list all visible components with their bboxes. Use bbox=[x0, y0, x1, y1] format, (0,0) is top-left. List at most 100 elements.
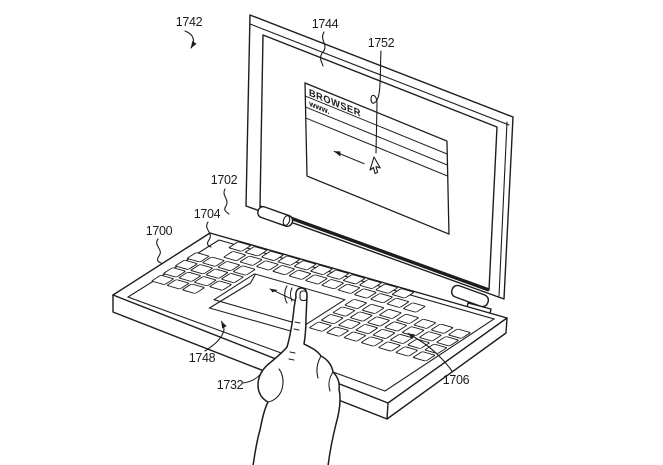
leader-cursor bbox=[370, 50, 382, 154]
keyboard-key bbox=[245, 246, 268, 257]
keyboard-key bbox=[261, 251, 284, 261]
ref-label-lid: 1702 bbox=[211, 173, 238, 187]
keyboard-key bbox=[407, 338, 430, 349]
ref-label-finger: 1732 bbox=[217, 378, 244, 392]
browser-toolbar-divider bbox=[305, 117, 449, 177]
leader-keys bbox=[407, 332, 453, 372]
keyboard-key bbox=[256, 260, 279, 271]
keyboard-key bbox=[221, 273, 244, 283]
keyboard-key bbox=[390, 334, 413, 344]
leader-lid bbox=[223, 188, 230, 215]
ref-label-cursor: 1752 bbox=[368, 36, 395, 50]
keyboard-key bbox=[361, 304, 385, 314]
keyboard-key bbox=[419, 331, 442, 342]
keyboard-key bbox=[293, 260, 317, 271]
touch-region-surface bbox=[213, 273, 346, 326]
keyboard-key bbox=[321, 279, 344, 290]
keyboard-key bbox=[305, 274, 328, 285]
left-hinge-cap bbox=[282, 215, 291, 226]
touch-contact-marks bbox=[284, 285, 293, 304]
keyboard-key bbox=[350, 311, 373, 322]
index-finger-hand-outline bbox=[252, 287, 341, 465]
thumb-crease bbox=[267, 368, 284, 403]
keyboard-key bbox=[359, 279, 382, 289]
back-arrow-icon bbox=[333, 150, 365, 165]
keyboard-key bbox=[166, 279, 190, 290]
ref-label-touch-region: 1748 bbox=[189, 351, 216, 365]
leader-device bbox=[156, 238, 162, 264]
lid-top-edge-line bbox=[249, 23, 510, 126]
keyboard-key bbox=[233, 265, 256, 276]
keyboard-keys bbox=[151, 241, 471, 362]
keyboard-key bbox=[223, 251, 246, 261]
keyboard-key bbox=[202, 256, 225, 267]
keyboard-key bbox=[378, 341, 401, 352]
keyboard-key bbox=[436, 336, 459, 347]
keyboard-key bbox=[367, 316, 390, 327]
ref-label-base: 1704 bbox=[194, 207, 221, 221]
keyboard-key bbox=[239, 255, 263, 266]
ref-label-keys: 1706 bbox=[443, 373, 470, 387]
left-hinge bbox=[257, 206, 294, 228]
screen-bottom-edge bbox=[259, 205, 490, 292]
keyboard-key bbox=[194, 276, 217, 287]
leader-base bbox=[206, 221, 212, 248]
touch-region bbox=[208, 273, 346, 335]
keyboard-key bbox=[386, 297, 410, 308]
leader-touch-region bbox=[204, 320, 227, 352]
keyboard-key bbox=[403, 302, 426, 313]
keyboard-key bbox=[431, 323, 454, 334]
browser-window: BROWSER www. bbox=[304, 82, 450, 235]
keyboard-key bbox=[326, 269, 349, 280]
mouse-cursor-icon bbox=[369, 156, 381, 175]
leader-display bbox=[319, 31, 326, 67]
keyboard-key bbox=[395, 346, 418, 357]
right-hinge bbox=[450, 284, 490, 308]
figure-pointer-arrow-icon bbox=[184, 30, 197, 49]
keyboard-key bbox=[342, 274, 366, 285]
keyboard-key bbox=[370, 293, 393, 304]
keyboard-key bbox=[355, 324, 378, 334]
keyboard-key bbox=[209, 280, 232, 291]
keyboard-key bbox=[413, 318, 436, 329]
keyboard-key bbox=[361, 336, 384, 347]
keyboard-key bbox=[163, 267, 186, 278]
leader-finger bbox=[242, 371, 263, 384]
keyboard-key bbox=[337, 283, 361, 294]
keyboard-key bbox=[310, 265, 333, 275]
curled-finger-creases bbox=[316, 355, 334, 392]
ref-label-device: 1700 bbox=[146, 224, 173, 238]
keyboard-key bbox=[217, 261, 240, 271]
keyboard-key bbox=[151, 275, 174, 285]
keyboard-key bbox=[178, 271, 201, 282]
finger-knuckle-creases bbox=[288, 321, 301, 361]
keyboard-key bbox=[182, 283, 205, 294]
keyboard-key bbox=[396, 313, 419, 324]
keyboard-key bbox=[338, 319, 361, 329]
keyboard-key bbox=[372, 329, 396, 339]
keyboard-key bbox=[448, 328, 471, 339]
keyboard-key bbox=[326, 326, 349, 337]
ref-label-figure: 1742 bbox=[176, 15, 203, 29]
ref-label-display: 1744 bbox=[312, 17, 339, 31]
keyboard-key bbox=[228, 241, 251, 252]
keyboard-key bbox=[412, 351, 436, 362]
swipe-left-arrow-icon bbox=[269, 288, 298, 303]
keyboard-key bbox=[391, 288, 415, 299]
keyboard-key bbox=[309, 321, 332, 332]
right-hinge-barrel bbox=[450, 284, 490, 308]
fingernail bbox=[299, 290, 308, 302]
keyboard-key bbox=[186, 252, 210, 263]
reference-labels: 1742 1744 1752 1702 1704 1700 1748 1706 bbox=[146, 15, 470, 387]
browser-window-frame bbox=[304, 82, 450, 235]
keyboard-key bbox=[175, 259, 198, 270]
left-hinge-barrel bbox=[257, 206, 294, 228]
keyboard-key bbox=[190, 264, 213, 275]
keyboard-key bbox=[205, 268, 229, 279]
base-side-face bbox=[112, 294, 508, 420]
keyboard-key bbox=[354, 288, 377, 299]
keyboard-key bbox=[343, 331, 366, 342]
keyboard-key bbox=[288, 269, 312, 280]
